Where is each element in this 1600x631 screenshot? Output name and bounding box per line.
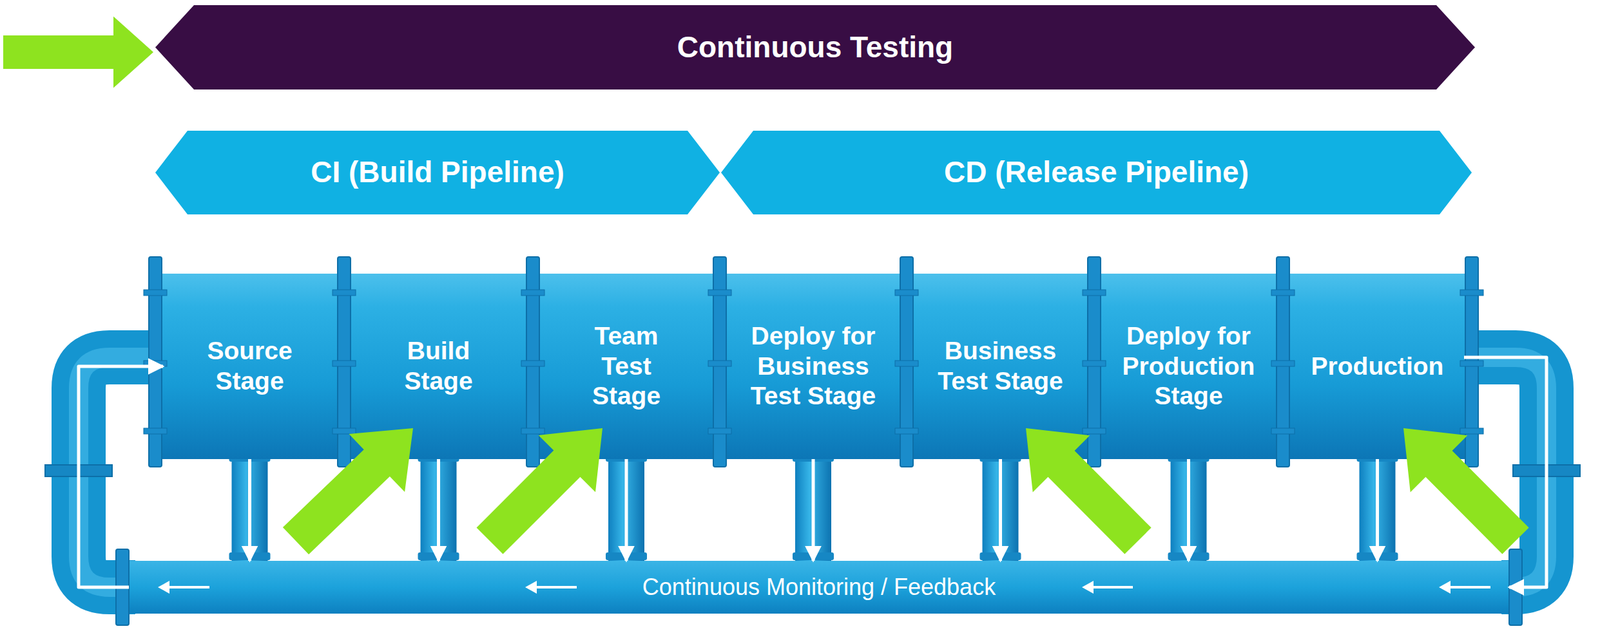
band-shape bbox=[155, 130, 720, 215]
pipe-stage: Source Stage bbox=[163, 273, 337, 460]
flow-connector bbox=[1375, 459, 1379, 562]
flange-bolt bbox=[143, 289, 167, 296]
pipe-stage-label: Deploy for Business Test Stage bbox=[744, 321, 883, 412]
flow-arrow-head bbox=[525, 581, 537, 595]
pipe-stage: Deploy for Production Stage bbox=[1101, 273, 1276, 460]
pipe-stage: Business Test Stage bbox=[914, 273, 1087, 460]
pipeline-band: CD (Release Pipeline) bbox=[721, 130, 1472, 215]
drain-pipe bbox=[1359, 459, 1396, 566]
band-shape bbox=[155, 5, 1475, 90]
flow-connector bbox=[998, 459, 1003, 562]
drain-pipe bbox=[420, 459, 457, 566]
flange-bolt bbox=[332, 428, 356, 435]
flange-bolt bbox=[1271, 360, 1295, 367]
flange-bolt bbox=[895, 289, 919, 296]
drain-pipe bbox=[795, 459, 832, 566]
flange-bolt bbox=[1082, 360, 1106, 367]
flange-bolt bbox=[895, 428, 919, 435]
pointer-arrow bbox=[1025, 428, 1152, 555]
flow-connector bbox=[78, 366, 164, 588]
flow-arrow bbox=[1090, 586, 1133, 589]
drain-pipe bbox=[608, 459, 645, 566]
flow-connector bbox=[436, 459, 441, 562]
flow-connector bbox=[248, 459, 252, 562]
drain-pipe bbox=[1170, 459, 1207, 566]
pipeline-band: CI (Build Pipeline) bbox=[155, 130, 720, 215]
band-shape bbox=[721, 130, 1472, 215]
drain-pipe bbox=[982, 459, 1019, 566]
pipe-stage: Team Test Stage bbox=[540, 273, 713, 460]
flow-connector bbox=[811, 459, 816, 562]
pointer-arrow bbox=[3, 16, 154, 89]
flange-bolt bbox=[708, 428, 732, 435]
pipeline-band-label: CI (Build Pipeline) bbox=[310, 154, 565, 191]
main-pipe bbox=[155, 273, 1472, 460]
feedback-pipe-label: Continuous Monitoring / Feedback bbox=[642, 573, 996, 602]
pointer-arrow bbox=[1403, 428, 1530, 555]
flange-bolt bbox=[895, 360, 919, 367]
drain-pipe bbox=[231, 459, 269, 566]
flange-bolt bbox=[1460, 289, 1484, 296]
flange-bolt bbox=[521, 360, 545, 367]
return-pipe bbox=[122, 561, 1516, 615]
flow-arrow-head bbox=[1438, 581, 1451, 595]
flow-arrow-head bbox=[157, 581, 170, 595]
pipe-stage-label: Source Stage bbox=[196, 336, 303, 397]
pipe-stage-label: Build Stage bbox=[391, 336, 486, 397]
flange-bolt bbox=[1460, 428, 1484, 435]
pipe-stage: Deploy for Business Test Stage bbox=[727, 273, 899, 460]
pointer-arrow bbox=[282, 428, 414, 555]
flange-bolt bbox=[521, 289, 545, 296]
flow-connector bbox=[625, 459, 629, 562]
pipe-stage-label: Production bbox=[1311, 351, 1445, 383]
flow-connector bbox=[1464, 357, 1547, 588]
flange-bolt bbox=[332, 289, 356, 296]
flange-bolt bbox=[708, 360, 732, 367]
pipe-stage-label: Team Test Stage bbox=[579, 321, 674, 412]
pipe-stage-label: Business Test Stage bbox=[931, 336, 1070, 397]
flow-arrow bbox=[166, 586, 210, 589]
flange-bolt bbox=[521, 428, 545, 435]
flange-bolt bbox=[1271, 289, 1295, 296]
pipe-stage-label: Deploy for Production Stage bbox=[1119, 321, 1258, 412]
flange-bolt bbox=[1460, 360, 1484, 367]
flange-bolt bbox=[1082, 428, 1106, 435]
pointer-arrow bbox=[476, 428, 604, 555]
pipe-stage: Build Stage bbox=[351, 273, 526, 460]
testing-band: Continuous Testing bbox=[155, 5, 1475, 90]
flow-connector bbox=[1186, 459, 1191, 562]
pipe-stage: Production bbox=[1290, 273, 1465, 460]
feedback-pipe: Continuous Monitoring / Feedback bbox=[128, 561, 1510, 615]
flow-arrow bbox=[1447, 586, 1491, 589]
flange-bolt bbox=[143, 428, 167, 435]
flange-bolt bbox=[708, 289, 732, 296]
flange-bolt bbox=[1082, 289, 1106, 296]
flange-bolt bbox=[332, 360, 356, 367]
flange-bolt bbox=[1271, 428, 1295, 435]
flow-arrow bbox=[534, 586, 577, 589]
testing-band-label: Continuous Testing bbox=[677, 29, 954, 66]
flow-arrow-head bbox=[1081, 581, 1094, 595]
pipeline-band-label: CD (Release Pipeline) bbox=[944, 154, 1249, 191]
